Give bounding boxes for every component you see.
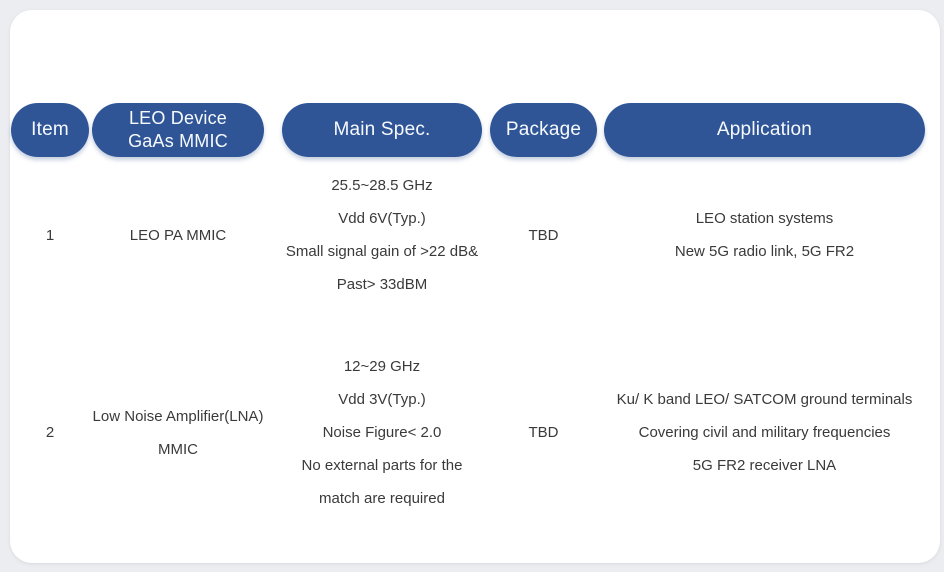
main-spec-line: Vdd 3V(Typ.): [338, 391, 426, 408]
header-pill-main-spec: Main Spec.: [282, 103, 482, 157]
header-pill-application: Application: [604, 103, 925, 157]
header-pill-device-line2: GaAs MMIC: [128, 131, 228, 151]
main-spec-line: match are required: [319, 490, 445, 507]
cell-item-number: 2: [11, 350, 89, 515]
main-spec-line: No external parts for the: [301, 457, 463, 474]
package-value: TBD: [528, 424, 559, 441]
table-row: 2 Low Noise Amplifier(LNA) MMIC 12~29 GH…: [10, 350, 940, 515]
device-name-line: MMIC: [158, 440, 198, 458]
application-line: Covering civil and military frequencies: [638, 424, 891, 441]
cell-application: Ku/ K band LEO/ SATCOM ground terminals …: [564, 350, 944, 515]
main-spec-line: 25.5~28.5 GHz: [331, 177, 433, 194]
header-pill-device-line1: LEO Device: [128, 108, 228, 128]
cell-package: TBD: [490, 350, 597, 515]
main-spec-line: Small signal gain of >22 dB&: [285, 243, 479, 260]
main-spec-line: Noise Figure< 2.0: [322, 424, 442, 441]
application-line: New 5G radio link, 5G FR2: [674, 243, 855, 260]
device-name-line: Low Noise Amplifier(LNA): [92, 407, 264, 425]
device-name-line: LEO PA MMIC: [129, 226, 227, 244]
cell-item-number: 1: [11, 169, 89, 301]
table-row: 1 LEO PA MMIC 25.5~28.5 GHz Vdd 6V(Typ.)…: [10, 169, 940, 301]
header-pill-package: Package: [490, 103, 597, 157]
cell-application: LEO station systems New 5G radio link, 5…: [564, 169, 944, 301]
main-spec-line: Vdd 6V(Typ.): [338, 210, 426, 227]
header-pill-item-label: Item: [31, 119, 69, 140]
product-table-card: Item LEO Device GaAs MMIC Main Spec. Pac…: [10, 10, 940, 563]
application-line: 5G FR2 receiver LNA: [692, 457, 837, 474]
header-pill-item: Item: [11, 103, 89, 157]
header-pill-package-label: Package: [505, 119, 582, 140]
cell-package: TBD: [490, 169, 597, 301]
cell-device-name: LEO PA MMIC: [92, 169, 264, 301]
main-spec-line: 12~29 GHz: [343, 358, 421, 375]
application-line: LEO station systems: [695, 210, 834, 227]
cell-main-spec: 12~29 GHz Vdd 3V(Typ.) Noise Figure< 2.0…: [262, 350, 502, 515]
main-spec-line: Past> 33dBM: [336, 276, 428, 293]
header-pill-main-spec-label: Main Spec.: [333, 119, 431, 140]
item-number: 2: [45, 424, 55, 441]
cell-device-name: Low Noise Amplifier(LNA) MMIC: [92, 350, 264, 515]
package-value: TBD: [528, 226, 559, 244]
cell-main-spec: 25.5~28.5 GHz Vdd 6V(Typ.) Small signal …: [262, 169, 502, 301]
header-pill-application-label: Application: [716, 119, 813, 140]
application-line: Ku/ K band LEO/ SATCOM ground terminals: [616, 391, 913, 408]
header-pill-leo-device-gaas-mmic: LEO Device GaAs MMIC: [92, 103, 264, 157]
item-number: 1: [45, 226, 55, 244]
